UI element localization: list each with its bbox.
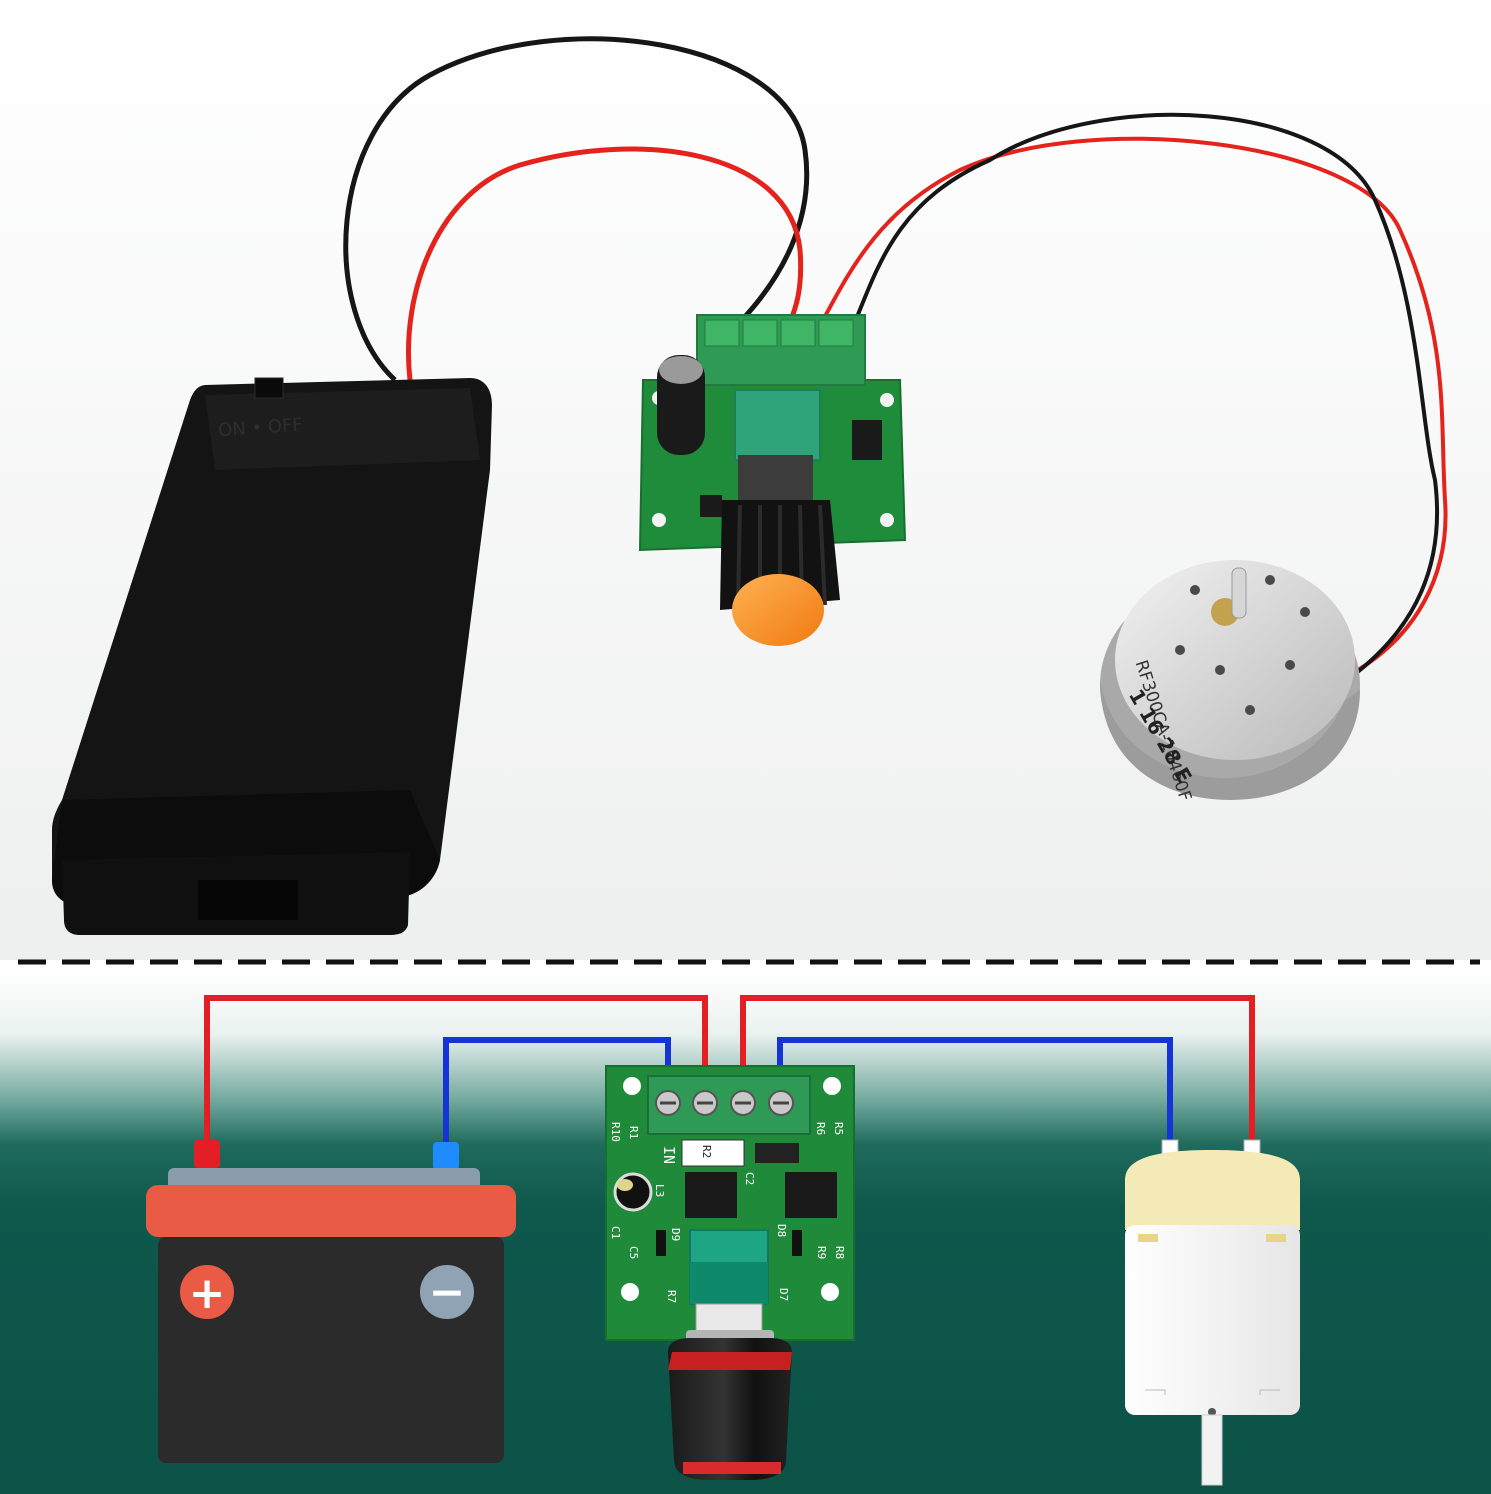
speed-knob-diagram — [668, 1338, 792, 1480]
silk-r10: R10 — [609, 1122, 622, 1142]
motor-red-wire — [820, 136, 1448, 682]
battery-power-switch[interactable] — [254, 377, 284, 399]
speed-knob-cap-photo — [732, 574, 824, 646]
silk-l3: L3 — [653, 1184, 666, 1197]
silk-d7: D7 — [777, 1288, 790, 1301]
battery-red-wire — [406, 146, 804, 381]
battery-positive-terminal-icon — [180, 1265, 234, 1319]
silk-in: IN — [660, 1146, 678, 1164]
wire-motor-negative — [777, 1037, 1173, 1152]
battery-minus-symbol: − — [429, 1267, 466, 1318]
silk-r6: R6 — [814, 1122, 827, 1135]
silk-r7: R7 — [665, 1290, 678, 1303]
silk-d8: D8 — [775, 1224, 788, 1237]
silk-r9: R9 — [815, 1246, 828, 1259]
dc-motor-photo: RF300CA-10460F 1 16 28 E — [1100, 560, 1360, 804]
silk-c5: C5 — [627, 1246, 640, 1259]
wiring-diagram — [204, 995, 1255, 1152]
battery-holder: ON • OFF — [52, 377, 492, 935]
pwm-controller-diagram: R10 R1 R6 R5 IN R2 L3 C2 C1 C5 D9 D8 R9 … — [605, 1065, 855, 1480]
wire-battery-positive — [204, 995, 708, 1148]
battery-plus-symbol: + — [189, 1268, 226, 1319]
silk-r2: R2 — [700, 1145, 713, 1158]
battery-icon: + − — [146, 1140, 516, 1463]
pwm-controller-photo — [638, 314, 907, 646]
silk-d9: D9 — [669, 1228, 682, 1241]
silk-c1: C1 — [609, 1226, 622, 1239]
silk-r1: R1 — [627, 1126, 640, 1139]
silk-r5: R5 — [832, 1122, 845, 1135]
wire-battery-negative — [443, 1037, 671, 1150]
battery-black-wire — [343, 36, 810, 382]
dc-motor-diagram — [1125, 1139, 1300, 1486]
battery-negative-terminal-icon — [420, 1265, 474, 1319]
wire-motor-positive — [740, 995, 1255, 1152]
silk-r8: R8 — [833, 1246, 846, 1259]
motor-black-wire — [853, 112, 1440, 687]
silk-c2: C2 — [743, 1172, 756, 1185]
